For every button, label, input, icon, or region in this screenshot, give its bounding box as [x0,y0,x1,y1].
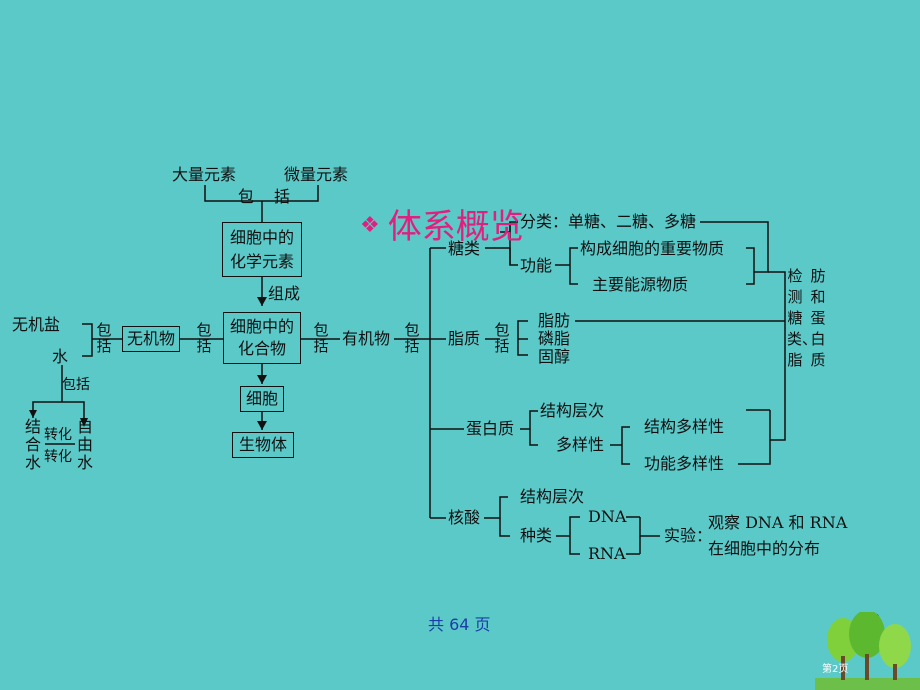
protein-diversity-1: 结构多样性 [644,417,725,436]
protein-label: 蛋白质 [466,419,515,438]
experiment-line-1: 观察 DNA 和 RNA [708,513,848,532]
organic-label: 有机物 [342,329,391,348]
include-vertical-2: 包括 [196,321,212,355]
rna-label: RNA [588,544,626,563]
sugar-function-label: 功能 [520,256,553,275]
include-char-2: 括 [274,187,291,206]
inorganic-salt-label: 无机盐 [12,315,61,334]
trace-elements-label: 微量元素 [284,165,349,184]
slide-title: ❖ 体系概览 [360,206,524,247]
page-mark: 第2页 [822,664,849,675]
protein-diversity: 多样性 [556,435,605,454]
detect-column-1: 检测糖类、脂 [787,267,818,369]
lipid-sterol: 固醇 [538,347,571,366]
cell-box: 细胞 [240,386,284,412]
nucleic-types: 种类 [520,526,553,545]
convert-label-1: 转化 [44,427,72,443]
free-water-label: 自由水 [77,417,94,472]
tree-decoration-icon [815,612,920,690]
nucleic-structure: 结构层次 [520,487,585,506]
diamond-bullet-icon: ❖ [360,213,380,238]
detect-column-2: 肪和蛋白质 [810,267,826,369]
include-vertical-1: 包括 [96,321,112,355]
page-count: 共 64 页 [428,615,491,634]
compounds-box: 细胞中的化合物 [223,312,301,364]
protein-diversity-2: 功能多样性 [644,454,725,473]
lipid-label: 脂质 [448,329,481,348]
experiment-label: 实验： [664,526,713,545]
inorganic-box: 无机物 [122,326,180,352]
dna-label: DNA [588,507,627,526]
include-label-water: 包括 [62,377,90,393]
major-elements-label: 大量元素 [172,165,237,184]
protein-structure: 结构层次 [540,401,605,420]
chem-elements-box: 细胞中的化学元素 [222,222,302,277]
compose-label: 组成 [268,284,301,303]
sugar-label: 糖类 [448,239,481,258]
sugar-function-2: 主要能源物质 [592,275,689,294]
experiment-line-2: 在细胞中的分布 [708,539,821,558]
lipid-fat: 脂肪 [538,311,571,330]
nucleic-label: 核酸 [448,508,481,527]
bound-water-label: 结合水 [25,417,42,472]
water-label: 水 [52,347,69,366]
include-char-1: 包 [238,187,255,206]
sugar-function-1: 构成细胞的重要物质 [580,239,725,258]
include-vertical-4: 包括 [404,321,420,355]
convert-label-2: 转化 [44,449,72,465]
title-text: 体系概览 [387,207,524,247]
organism-box: 生物体 [232,432,294,458]
sugar-classify: 分类：单糖、二糖、多糖 [520,212,697,231]
lipid-phospholipid: 磷脂 [538,329,571,348]
include-vertical-5: 包括 [494,321,510,355]
include-vertical-3: 包括 [313,321,329,355]
